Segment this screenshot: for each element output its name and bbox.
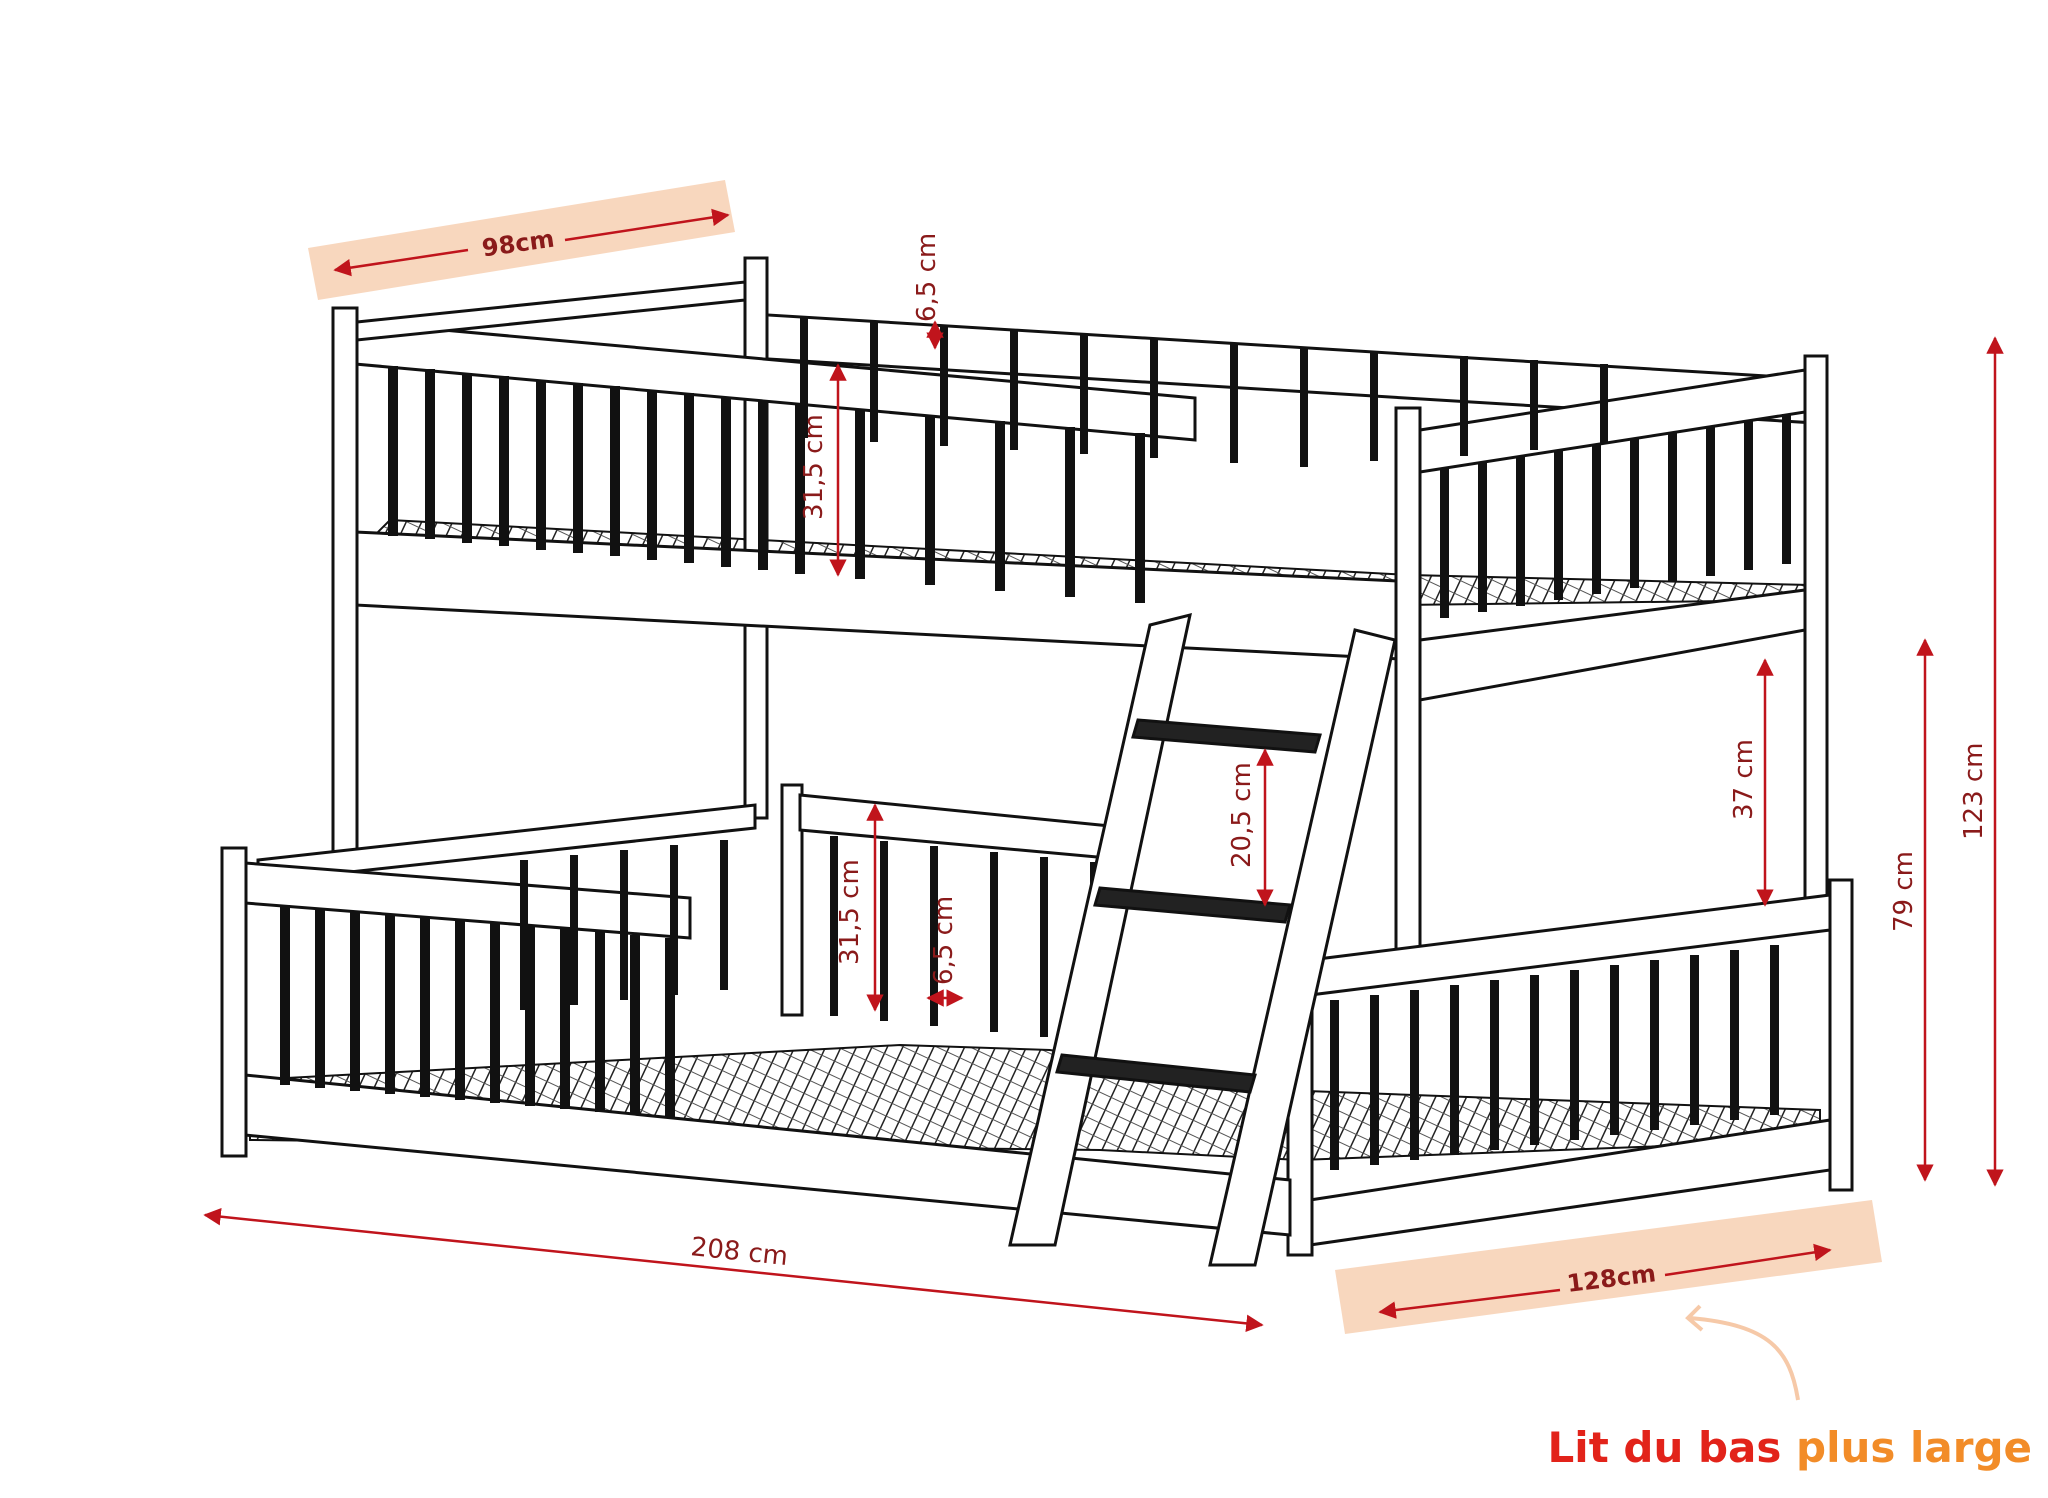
caption-lower-bed-wider: Lit du bas plus large [1548,1423,2032,1472]
bottom-back-left-post [780,783,804,1017]
top-left-end-rail [355,280,747,342]
label-bottom-rail: 31,5 cm [835,859,865,965]
top-back-right-post [1803,354,1829,918]
bottom-bunk [220,783,1854,1257]
top-right-end-balusters [1440,414,1791,618]
label-total-height: 123 cm [1959,742,1989,840]
top-front-right-post [1394,406,1422,980]
dim-line-top-width [333,248,469,277]
caption-part1: Lit du bas [1547,1423,1782,1472]
bottom-right-back-post [1828,878,1854,1192]
label-bottom-post: 6,5 cm [929,896,959,985]
caption-pointer-arrow [1689,1316,1800,1401]
top-front-left-post [331,306,359,870]
bottom-right-end-balusters [1330,945,1779,1170]
ladder-rung-3 [1055,1053,1257,1094]
bottom-back-rail [798,793,1132,862]
top-right-end-bottom-rail [1418,588,1807,702]
label-top-post: 6,5 cm [912,233,942,322]
label-clearance: 37 cm [1729,739,1759,820]
dim-line-total-length [203,1207,1264,1333]
caption-part2: plus large [1796,1423,2032,1472]
bottom-front-left-post [220,846,248,1158]
top-back-balusters [800,318,1608,467]
bottom-back-balusters [520,836,1098,1042]
highlight-brush-top [308,180,735,300]
bottom-front-balusters [280,905,675,1118]
dim-line-bottom-width [1378,1288,1561,1319]
label-ladder-step: 20,5 cm [1227,762,1257,868]
top-front-balusters [388,366,1145,603]
label-top-rail: 31,5 cm [799,414,829,520]
ladder-rung-2 [1093,886,1292,924]
ladder-rung-1 [1131,718,1322,754]
label-lower-height: 79 cm [1889,851,1919,932]
dimension-lines [203,208,2004,1333]
